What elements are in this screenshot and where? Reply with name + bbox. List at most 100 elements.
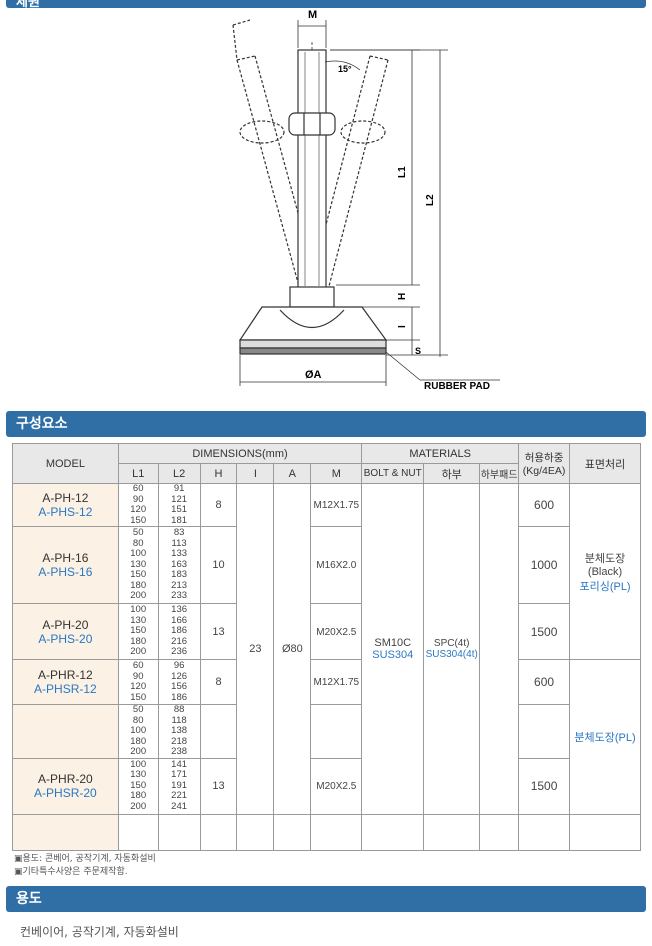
model-name-sus: A-PHSR-20 (34, 786, 97, 800)
usage-text: 컨베이어, 공작기계, 자동화설비 (20, 925, 179, 939)
spec-table: MODEL DIMENSIONS(mm) MATERIALS 허용하중 (Kg/… (12, 443, 641, 851)
model-name-sus: A-PHS-16 (38, 565, 93, 579)
th-surface: 표면처리 (569, 443, 641, 484)
table-row-empty (12, 813, 641, 851)
note-line: ▣용도: 콘베어, 공작기계, 자동화설비 (14, 854, 156, 864)
l1-value: 150 (130, 691, 147, 703)
a-value: Ø80 (281, 642, 303, 655)
th-bolt-nut: BOLT & NUT (361, 463, 425, 484)
m-value: M20X2.5 (316, 781, 357, 792)
l2-value: 113 (171, 537, 187, 549)
l1-value: 150 (130, 779, 147, 791)
l1-value: 200 (130, 590, 147, 602)
l1-value: 180 (130, 635, 147, 647)
l2-value: 88 (173, 704, 185, 715)
l1-value: 90 (132, 493, 144, 505)
left-tilted-bolt (232, 19, 319, 291)
l1-value: 80 (132, 714, 144, 726)
th-model: MODEL (12, 443, 119, 484)
model-name-sus: A-PHSR-12 (34, 682, 97, 696)
load-value: 600 (534, 498, 555, 512)
l1-value: 60 (132, 483, 144, 494)
label-s: S (415, 346, 421, 356)
l2-value: 241 (171, 800, 188, 812)
l1-value: 180 (130, 790, 147, 802)
l2-value: 186 (171, 691, 188, 703)
surface-line: 포리싱(PL) (579, 580, 631, 593)
h-value: 13 (212, 780, 225, 792)
l2-value: 233 (171, 590, 188, 602)
l1-value: 130 (130, 558, 147, 570)
note-line: ▣기타특수사양은 주문제작함. (14, 867, 128, 877)
model-name-sus: A-PHS-12 (38, 505, 93, 519)
base-material: SPC(4t) (433, 637, 470, 649)
m-value: M20X2.5 (316, 626, 357, 638)
th-i: I (236, 463, 275, 484)
h-value: 10 (212, 559, 225, 571)
bolt-material: SM10C (374, 636, 412, 649)
surface-line: 분체도장(PL) (574, 731, 636, 744)
bolt-material-sus: SUS304 (372, 648, 414, 661)
l2-value: 221 (171, 790, 188, 802)
l2-value: 141 (171, 758, 188, 770)
l1-value: 150 (130, 569, 147, 581)
l2-value: 163 (171, 558, 188, 570)
l1-value: 180 (130, 735, 147, 747)
th-l2: L2 (157, 463, 201, 484)
l1-value: 80 (132, 537, 144, 549)
l2-value: 136 (171, 604, 188, 616)
l1-value: 120 (130, 504, 147, 515)
dimension-lines (239, 20, 500, 386)
m-value: M16X2.0 (316, 560, 357, 571)
base-material-sus: SUS304(4t) (425, 648, 478, 660)
load-value: 1500 (530, 624, 558, 639)
l1-value: 150 (130, 514, 147, 526)
l2-value: 121 (171, 493, 188, 505)
section-bar-spec: 제원 (6, 0, 646, 10)
l2-value: 96 (173, 660, 185, 671)
label-h: H (397, 293, 408, 300)
l1-value: 100 (130, 758, 147, 770)
vertical-bolt (288, 49, 336, 289)
l2-value: 181 (171, 514, 188, 526)
model-name: A-PHR-20 (38, 772, 93, 786)
m-value: M12X1.75 (313, 500, 360, 511)
label-a: ØA (305, 369, 322, 381)
section-bar-usage: 용도 (6, 886, 646, 912)
l1-value: 150 (130, 625, 147, 637)
l1-value: 130 (130, 769, 147, 781)
load-value: 600 (534, 675, 555, 689)
right-tilted-bolt (309, 55, 389, 291)
model-name: A-PH-12 (42, 491, 89, 505)
load-value: 1000 (530, 558, 558, 572)
label-i: I (397, 325, 408, 328)
l2-value: 133 (171, 548, 188, 560)
l2-value: 191 (171, 779, 188, 791)
technical-diagram: M 15° L1 L2 H I S ØA RUBBER PAD (232, 9, 500, 392)
l1-value: 90 (132, 670, 144, 682)
label-rubber-pad: RUBBER PAD (424, 381, 490, 392)
i-value: 23 (249, 642, 262, 655)
l2-value: 156 (171, 681, 188, 692)
l1-value: 200 (130, 646, 147, 658)
l1-value: 60 (132, 660, 144, 671)
h-value: 8 (215, 499, 222, 511)
h-value: 8 (215, 676, 222, 688)
model-name: A-PHR-12 (38, 668, 93, 682)
l1-value: 100 (130, 604, 147, 616)
l2-value: 186 (171, 625, 188, 637)
load-value: 1500 (530, 779, 558, 793)
